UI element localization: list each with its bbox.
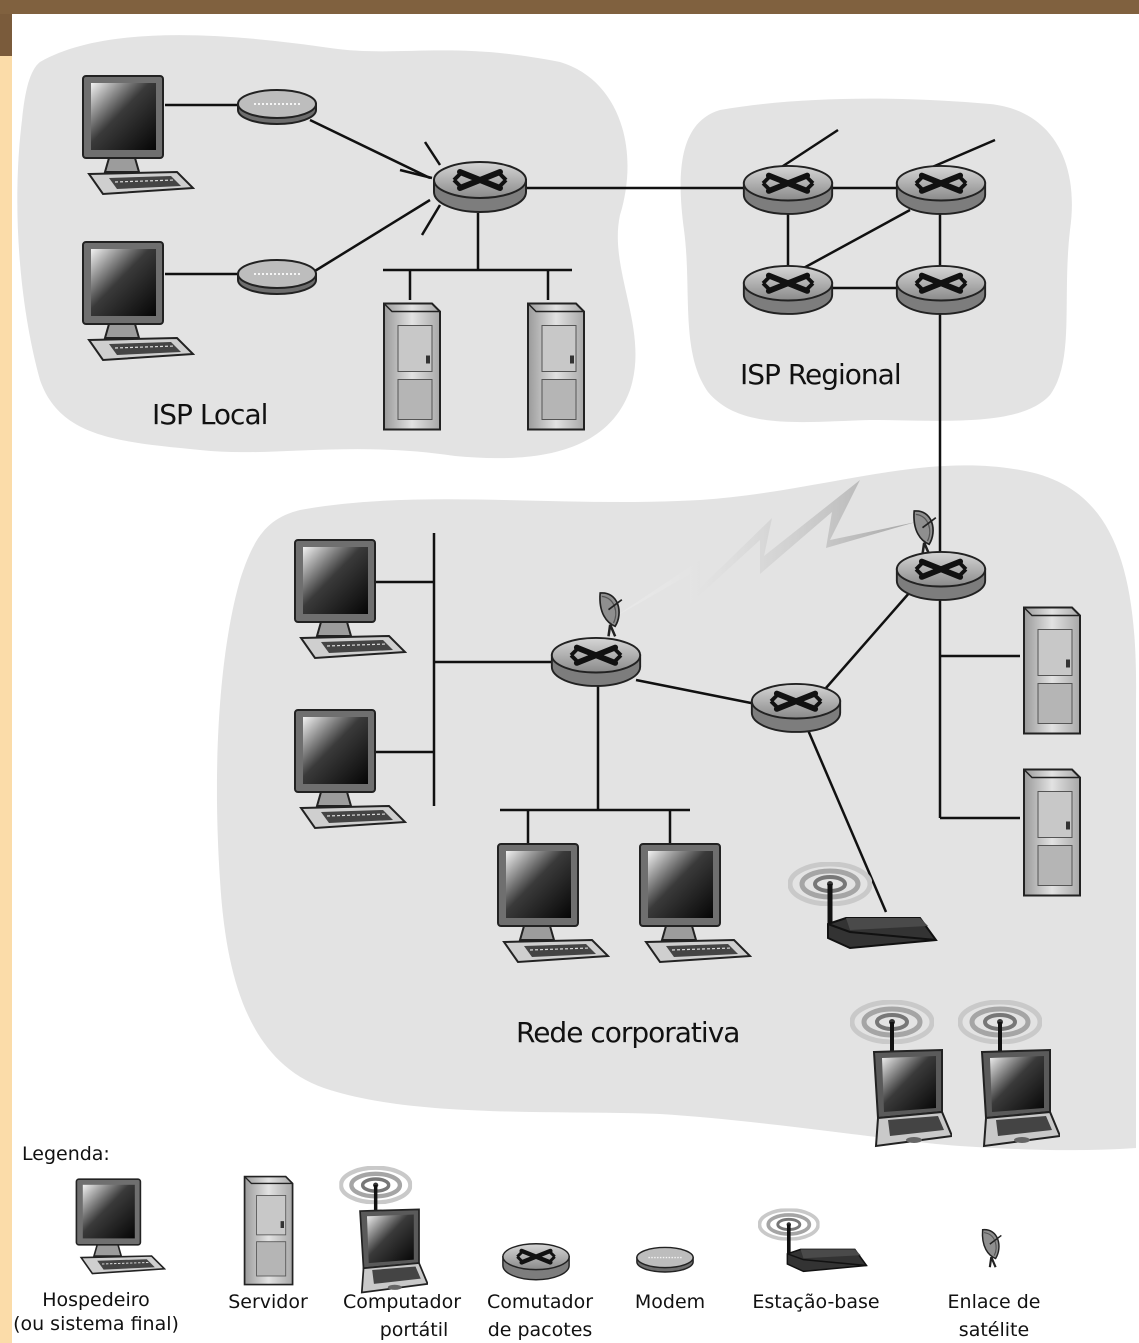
satellite-link-bolt <box>610 480 916 620</box>
packet-switch <box>744 266 832 314</box>
legend-laptop-label: Computador <box>343 1291 461 1313</box>
top-frame-bar <box>0 0 1139 14</box>
legend-server-icon <box>243 1175 294 1286</box>
legend-base-station-label: Estação-base <box>752 1291 879 1313</box>
corporate-cloud <box>216 465 1137 1151</box>
packet-switch <box>434 162 526 212</box>
packet-switch <box>897 266 985 314</box>
legend-host-icon <box>75 1178 166 1275</box>
modem <box>237 89 317 125</box>
legend-host-label: Hospedeiro <box>42 1289 150 1311</box>
legend-title: Legenda: <box>22 1143 110 1165</box>
legend-base-station-icon <box>759 1210 866 1272</box>
packet-switch <box>897 166 985 214</box>
packet-switch <box>552 638 640 686</box>
server <box>1022 606 1082 735</box>
legend-packet-switch-label: Comutador <box>487 1291 593 1313</box>
packet-switch <box>752 684 840 732</box>
legend-laptop-icon <box>341 1168 428 1293</box>
legend-satellite-link-sublabel: satélite <box>959 1319 1029 1341</box>
legend-satellite-dish-icon <box>981 1228 1003 1269</box>
legend-packet-switch-icon <box>503 1244 569 1280</box>
isp-local-label: ISP Local <box>152 398 267 431</box>
packet-switch <box>897 552 985 600</box>
server <box>1022 768 1082 897</box>
packet-switch <box>744 166 832 214</box>
isp-regional-label: ISP Regional <box>740 358 901 391</box>
legend-packet-switch-sublabel: de pacotes <box>488 1319 593 1341</box>
links <box>165 103 1020 913</box>
legend-laptop-sublabel: portátil <box>380 1319 449 1341</box>
server <box>382 302 442 431</box>
left-frame-corner <box>0 0 12 56</box>
modem <box>237 259 317 295</box>
server <box>526 302 586 431</box>
legend-modem-icon <box>636 1246 694 1273</box>
legend-host-sublabel: (ou sistema final) <box>13 1313 179 1335</box>
corporate-network-label: Rede corporativa <box>516 1016 739 1049</box>
left-frame-bar <box>0 0 12 1343</box>
legend-server-label: Servidor <box>228 1291 308 1313</box>
legend-modem-label: Modem <box>635 1291 705 1313</box>
legend-satellite-link-label: Enlace de <box>948 1291 1041 1313</box>
